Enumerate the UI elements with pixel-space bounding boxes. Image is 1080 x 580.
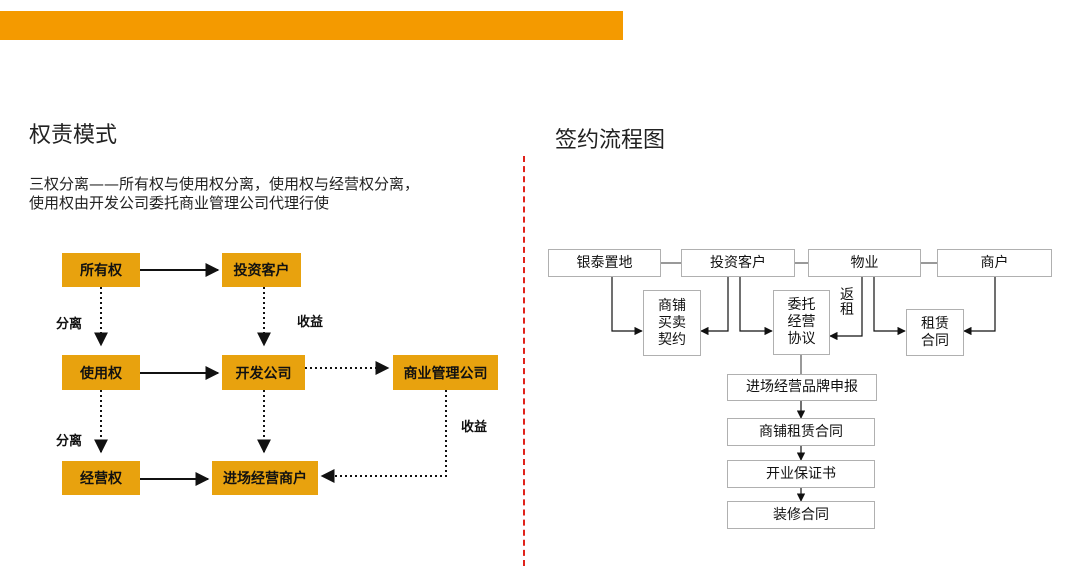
- node-decoration-contract: 装修合同: [727, 501, 875, 529]
- node-operation: 经营权: [62, 461, 140, 495]
- sale-line-1: 商铺: [658, 297, 686, 314]
- node-shop-sale-contract: 商铺 买卖 契约: [643, 290, 701, 356]
- node-merchant-right: 商户: [937, 249, 1052, 277]
- node-investor-client: 投资客户: [681, 249, 795, 277]
- label-separation-2: 分离: [56, 434, 83, 449]
- entrust-line-2: 经营: [787, 314, 816, 330]
- label-income-2: 收益: [461, 420, 488, 435]
- arrow-investor-to-entrust: [739, 277, 773, 336]
- node-merchant: 进场经营商户: [212, 461, 318, 495]
- label-return-rent: 返租: [840, 287, 854, 318]
- top-accent-bar: [0, 11, 623, 40]
- arrow-yintai-to-sale: [611, 277, 643, 336]
- section-divider: [523, 156, 525, 566]
- description-line-1: 三权分离——所有权与使用权分离，使用权与经营权分离，: [29, 175, 420, 193]
- sale-line-2: 买卖: [658, 314, 686, 331]
- arrow-property-to-lease: [873, 277, 906, 336]
- arrow-merchant-to-lease: [963, 277, 996, 336]
- label-income-1: 收益: [297, 315, 324, 330]
- rights-model-title: 权责模式: [29, 123, 118, 148]
- description-line-2: 使用权由开发公司委托商业管理公司代理行使: [29, 194, 330, 212]
- arrow-property-to-entrust: [829, 277, 863, 341]
- node-yintai-land: 银泰置地: [548, 249, 661, 277]
- node-usage: 使用权: [62, 355, 140, 390]
- node-ownership: 所有权: [62, 253, 140, 287]
- node-shop-lease-contract: 商铺租赁合同: [727, 418, 875, 446]
- node-property: 物业: [808, 249, 921, 277]
- sale-line-3: 契约: [658, 331, 686, 348]
- node-lease-contract: 租赁 合同: [906, 309, 964, 356]
- entrust-line-3: 协议: [787, 331, 816, 347]
- node-opening-guarantee: 开业保证书: [727, 460, 875, 488]
- label-separation-1: 分离: [56, 317, 83, 332]
- dotted-management-to-merchant: [320, 390, 447, 483]
- node-entrust-agreement: 委托 经营 协议: [773, 290, 830, 355]
- arrow-investor-to-sale: [700, 277, 729, 336]
- node-management-company: 商业管理公司: [393, 355, 498, 390]
- rights-model-description: 三权分离——所有权与使用权分离，使用权与经营权分离， 使用权由开发公司委托商业管…: [29, 175, 419, 213]
- lease-line-2: 合同: [921, 332, 949, 349]
- node-investor: 投资客户: [222, 253, 301, 287]
- lease-line-1: 租赁: [921, 315, 949, 332]
- node-brand-declaration: 进场经营品牌申报: [727, 374, 877, 401]
- entrust-line-1: 委托: [787, 297, 816, 313]
- node-developer: 开发公司: [222, 355, 305, 390]
- signing-flow-title: 签约流程图: [555, 128, 666, 153]
